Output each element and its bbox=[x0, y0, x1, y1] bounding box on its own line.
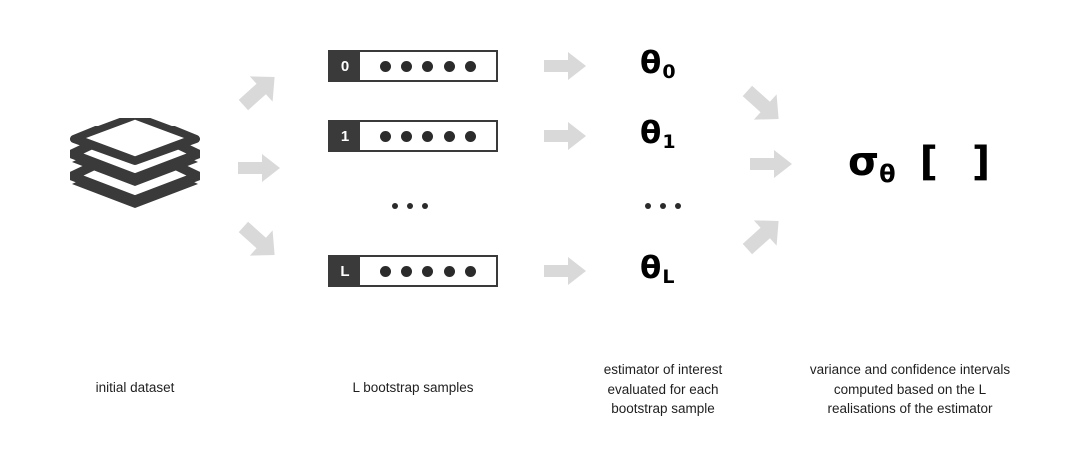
sample-tag: L bbox=[330, 257, 360, 285]
sample-dot bbox=[464, 265, 476, 277]
arrow-fanout-up-right-icon bbox=[236, 68, 282, 114]
sigma-term: σθ bbox=[848, 142, 896, 186]
ellipsis-dot bbox=[422, 203, 428, 209]
arrow-fanout-down-right-icon bbox=[236, 218, 282, 264]
sample-dot bbox=[443, 130, 455, 142]
estimator-theta-0: θ0 bbox=[640, 48, 676, 82]
sample-dots bbox=[360, 257, 496, 285]
caption-bootstrap-samples: L bootstrap samples bbox=[352, 380, 474, 395]
bootstrap-sample-box: 0 bbox=[328, 50, 498, 82]
bootstrap-sample-box: 1 bbox=[328, 120, 498, 152]
caption-estimators: estimator of interest evaluated for each… bbox=[603, 362, 723, 417]
theta-subscript: 0 bbox=[662, 61, 676, 84]
sample-dots bbox=[360, 122, 496, 150]
stacked-dataset-icon bbox=[67, 110, 203, 210]
sample-dot bbox=[422, 265, 434, 277]
arrow-fanin-up-right-icon bbox=[740, 212, 786, 258]
theta-subscript: 1 bbox=[662, 131, 676, 154]
bootstrap-sample-box: L bbox=[328, 255, 498, 287]
sample-dot bbox=[464, 130, 476, 142]
arrow-sample-to-estimator-icon bbox=[542, 120, 588, 152]
ellipsis-dot bbox=[660, 203, 666, 209]
sample-dot bbox=[443, 265, 455, 277]
sample-dot bbox=[380, 265, 392, 277]
sample-tag: 1 bbox=[330, 122, 360, 150]
sample-ellipsis bbox=[392, 203, 428, 209]
sample-dot bbox=[401, 60, 413, 72]
sigma-symbol: σ bbox=[848, 139, 880, 185]
sample-dot bbox=[422, 130, 434, 142]
result-sigma-expression: σθ [ ] bbox=[848, 142, 1000, 186]
ellipsis-dot bbox=[675, 203, 681, 209]
theta-symbol: θ bbox=[640, 45, 662, 81]
sample-tag: 0 bbox=[330, 52, 360, 80]
ellipsis-dot bbox=[392, 203, 398, 209]
arrow-fanin-down-right-icon bbox=[740, 82, 786, 128]
caption-result: variance and confidence intervals comput… bbox=[809, 362, 1011, 417]
estimator-theta-L: θL bbox=[640, 253, 674, 287]
sample-dot bbox=[401, 265, 413, 277]
arrow-fanin-right-icon bbox=[748, 148, 794, 180]
ellipsis-dot bbox=[407, 203, 413, 209]
sample-dot bbox=[380, 60, 392, 72]
estimator-ellipsis bbox=[645, 203, 681, 209]
theta-symbol: θ bbox=[640, 115, 662, 151]
theta-symbol: θ bbox=[640, 250, 662, 286]
sample-dot bbox=[464, 60, 476, 72]
estimator-theta-1: θ1 bbox=[640, 118, 676, 152]
sample-dot bbox=[380, 130, 392, 142]
ellipsis-dot bbox=[645, 203, 651, 209]
sigma-subscript: θ bbox=[879, 160, 896, 189]
sample-dot bbox=[422, 60, 434, 72]
caption-initial-dataset: initial dataset bbox=[95, 380, 175, 395]
arrow-fanout-right-icon bbox=[236, 152, 282, 184]
arrow-sample-to-estimator-icon bbox=[542, 255, 588, 287]
sample-dot bbox=[401, 130, 413, 142]
result-brackets: [ ] bbox=[919, 139, 1001, 185]
sample-dot bbox=[443, 60, 455, 72]
arrow-sample-to-estimator-icon bbox=[542, 50, 588, 82]
theta-subscript: L bbox=[662, 266, 675, 289]
sample-dots bbox=[360, 52, 496, 80]
